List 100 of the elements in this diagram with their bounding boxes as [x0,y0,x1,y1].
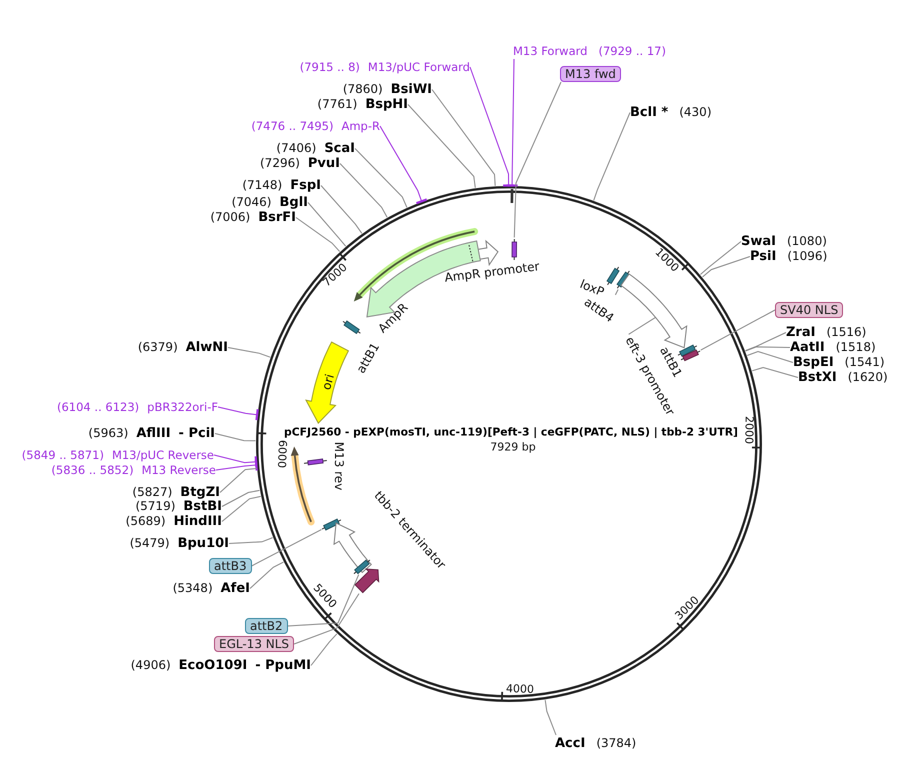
leader-line [544,699,556,736]
leader-line [380,126,428,204]
enzyme-name: - PpuMI [255,658,311,674]
enzyme-name: BspEI [793,355,834,371]
leader-line [700,241,742,275]
site-position: (7148) [242,177,282,193]
enzyme-name: BtgZI [180,485,220,500]
plasmid-title: pCFJ2560 - pEXP(mosTI, unc-119)[Peft-3 | ceGFP(PATC, NLS) | tbb-2 3'UTR] [284,426,738,438]
enzyme-name: BsrFI [258,210,296,226]
leader-line [514,82,562,238]
feature-arc [332,522,372,574]
feature-label-box: SV40 NLS [775,302,844,318]
enzyme-name: AatII [790,340,825,356]
enzyme-name: PvuI [308,156,340,172]
leader-line [614,289,619,296]
enzyme-name: BspHI [365,97,408,113]
leader-line [228,537,274,544]
leader-line [354,148,408,208]
enzyme-name: AfeI [220,581,250,597]
leader-line [432,89,496,186]
leader-line [218,406,259,422]
feature-bar [342,320,362,334]
site-position: (1080) [786,233,827,249]
site-position: (5348) [172,580,213,596]
feature-label-box: attB2 [245,618,288,634]
site-position: (430) [679,104,712,120]
site-position: (1541) [844,354,885,370]
leader-line [628,316,656,335]
leader-line [294,593,360,644]
site-position: (7006) [210,209,250,225]
site-position: (7046) [232,194,272,210]
leader-line [320,185,362,234]
leader-line [700,310,776,351]
site-position: (1516) [826,324,866,340]
site-position: (7406) [276,140,316,156]
primer-position: (5849 .. 5871) [22,447,104,463]
leader-line [220,468,258,493]
leader-line [745,346,790,352]
leader-line [222,496,262,522]
primer-name: M13/pUC Forward [368,59,470,75]
leader-line [702,256,750,278]
feature-label-box: attB3 [209,558,252,574]
enzyme-name: HindIII [174,514,222,530]
leader-line [287,574,360,626]
site-position: (5719) [135,498,176,514]
site-position: (1096) [787,248,828,264]
leader-line [408,104,476,188]
leader-line [214,433,256,442]
enzyme-name: AlwNI [186,340,228,356]
enzyme-name: SwaI [741,234,776,250]
feature-arc [305,341,350,424]
enzyme-name: BstXI [798,370,837,386]
site-position: (5963) [88,425,128,441]
feature-bar [510,238,518,260]
site-position: (6379) [138,339,178,355]
site-position: (7761) [317,96,358,112]
leader-line [296,217,340,252]
enzyme-name: AccI [555,736,586,752]
primer-position: (6104 .. 6123) [57,399,140,415]
leader-line [752,366,798,378]
enzyme-name: Bpu10I [178,536,229,552]
enzyme-name: BclI * [630,105,668,121]
primer-name: M13/pUC Reverse [112,447,214,463]
leader-line [470,66,516,187]
enzyme-name: BglI [279,195,308,211]
enzyme-name: AflIII [136,426,171,442]
leader-line [310,633,338,666]
site-position: (1620) [848,369,888,385]
primer-position: (7929 .. 17) [598,43,666,59]
feature-bar [680,349,701,362]
feature-bar [353,558,372,575]
plasmid-size: 7929 bp [490,440,536,454]
enzyme-name: EcoO109I [178,658,248,674]
feature-label-box: EGL-13 NLS [214,636,294,652]
leader-line [308,202,346,247]
feature-bar [303,458,328,466]
feature-pointer [354,568,380,594]
primer-position: (7915 .. 8) [300,59,360,75]
enzyme-name: BstBI [183,499,222,515]
primer-name: M13 Forward [513,43,588,59]
site-position: (3784) [596,735,636,751]
feature-label: AmpR promoter [444,259,540,285]
primer-position: (5836 .. 5852) [51,462,134,478]
enzyme-name: BsiWI [390,82,432,98]
site-position: (1518) [836,339,876,355]
leader-line [593,112,630,201]
feature-label: loxP [578,276,606,300]
leader-line [744,332,786,352]
primer-name: Amp-R [341,118,380,134]
enzyme-name: PsiI [750,249,776,265]
enzyme-name: ScaI [324,141,355,157]
tick-label: 6000 [275,440,290,469]
primer-name: pBR322ori-F [147,399,218,415]
feature-bar [321,518,342,531]
leader-line [222,490,260,507]
leader-line [250,562,284,589]
feature-label: M13 rev [332,442,346,490]
tick-label: 2000 [742,415,756,444]
enzyme-name: - PciI [178,426,215,442]
feature-label: ori [319,372,337,392]
